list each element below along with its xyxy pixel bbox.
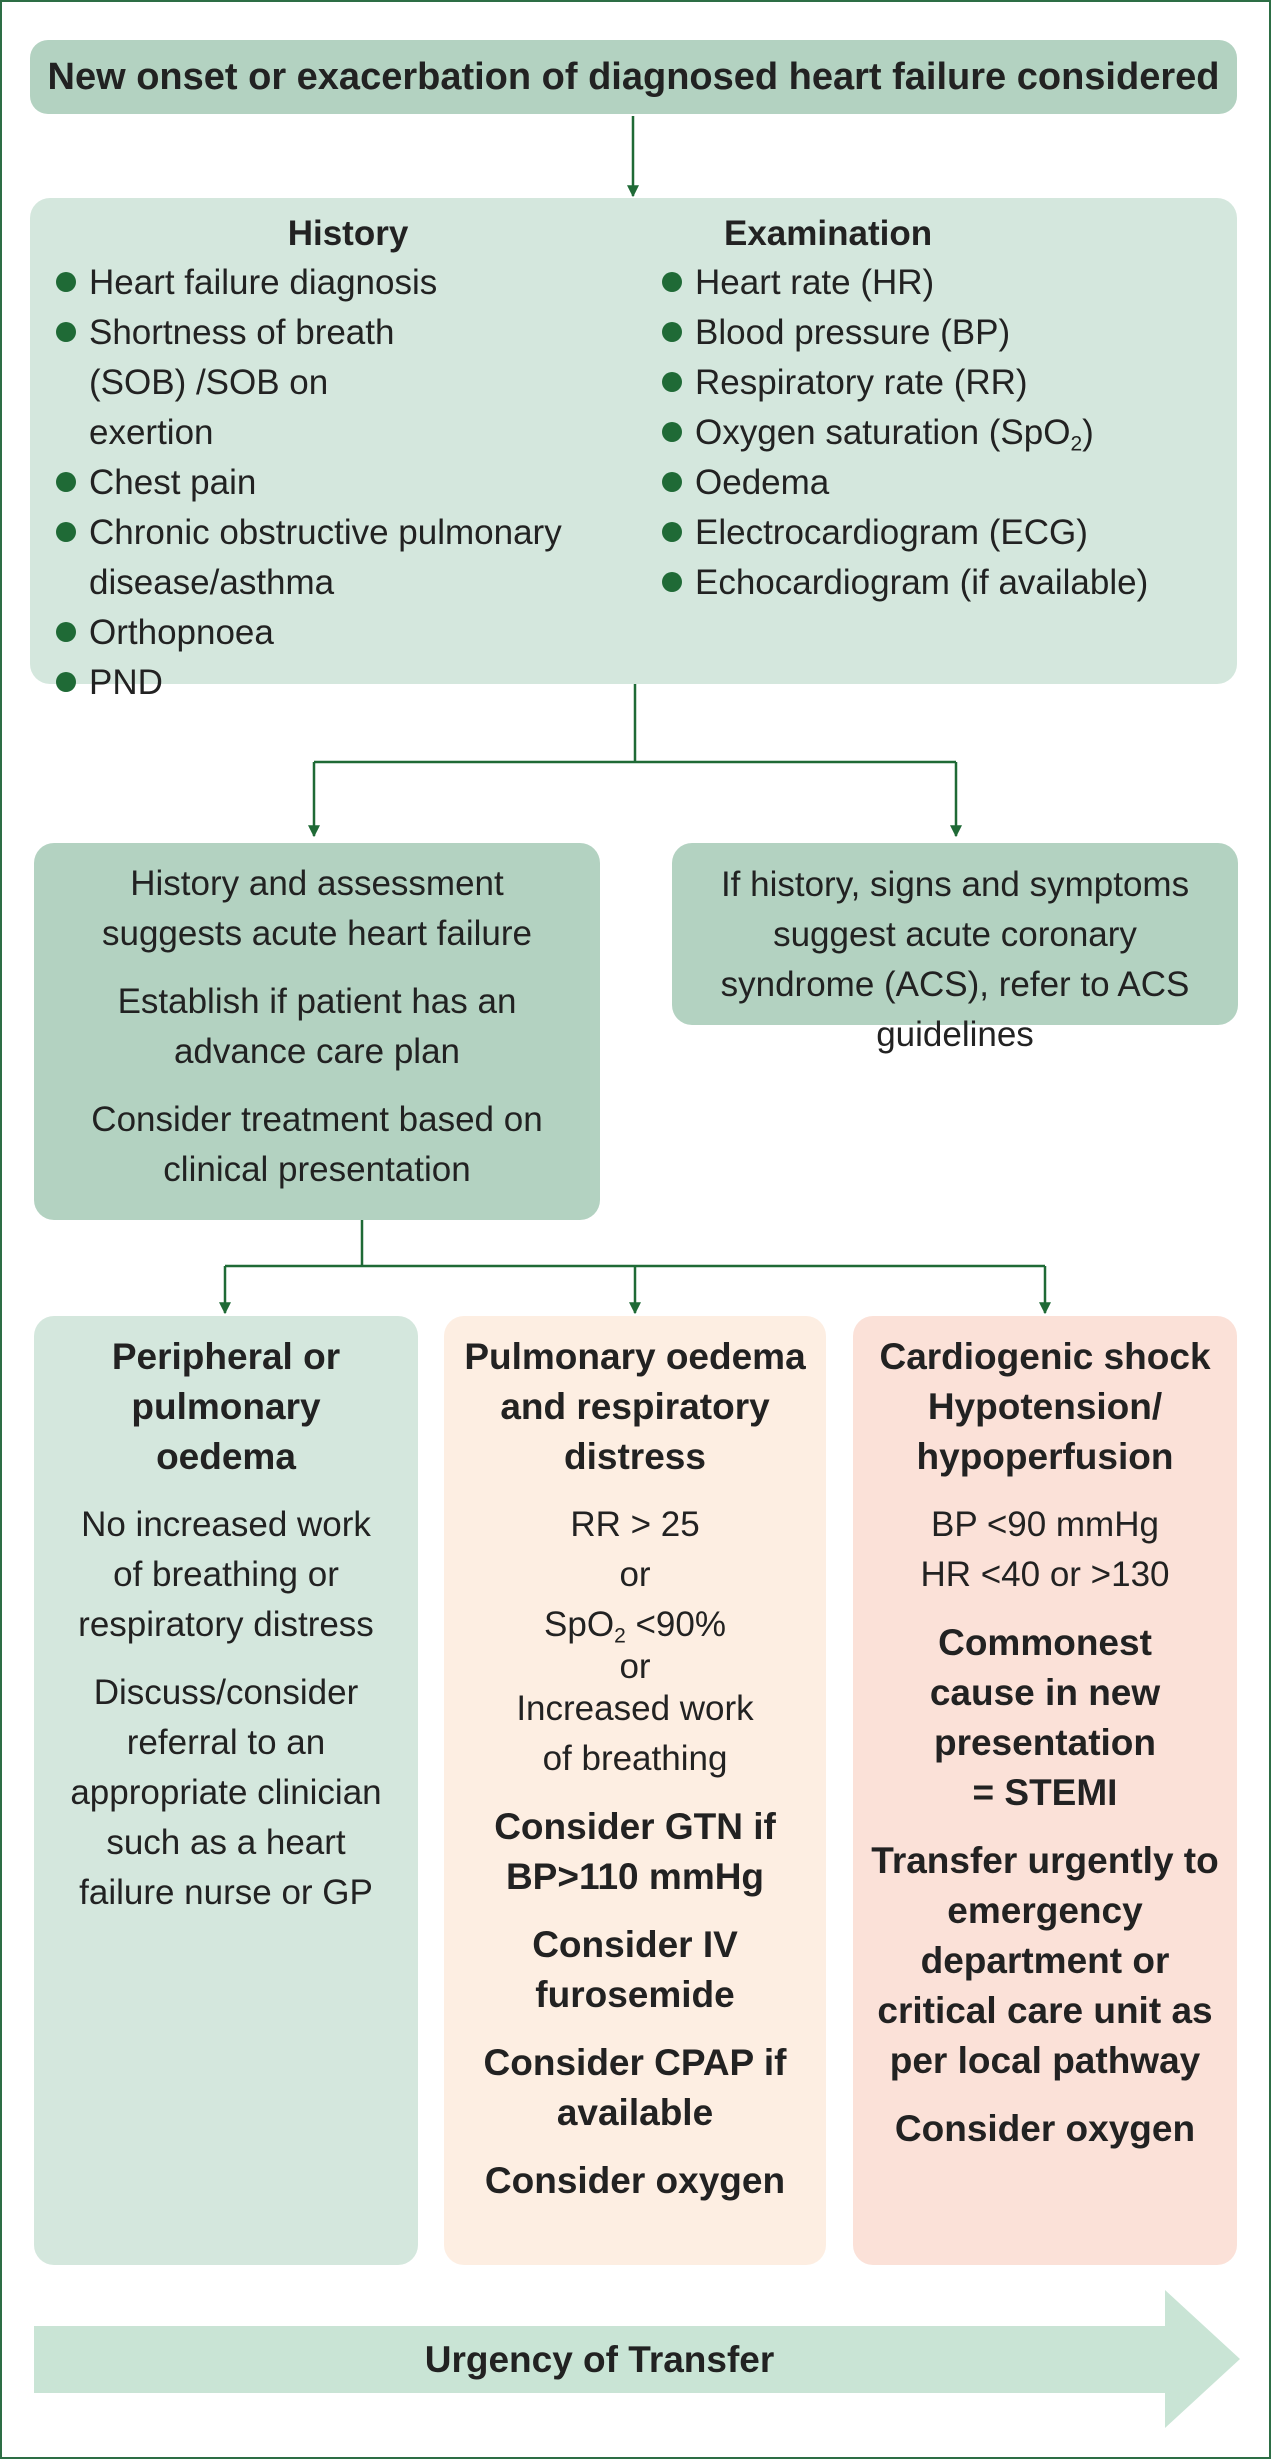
urgency-arrow-shape (34, 2290, 1240, 2428)
history-heading: History (287, 214, 409, 253)
history-item: Chronic obstructive pulmonary disease/as… (56, 508, 616, 608)
action-cpap: Consider CPAP if available (483, 2042, 787, 2133)
history-item: Shortness of breath (SOB) /SOB on exerti… (56, 308, 616, 458)
acute-text: History and assessment suggests acute he… (102, 864, 532, 953)
criterion-spo2: SpO2 <90% (544, 1605, 726, 1648)
start-box: New onset or exacerbation of diagnosed h… (30, 40, 1237, 114)
treatment-text: Consider treatment based on clinical pre… (91, 1100, 543, 1189)
start-title: New onset or exacerbation of diagnosed h… (47, 55, 1220, 98)
advance-care-text: Establish if patient has an advance care… (117, 982, 517, 1071)
assessment-box: History Heart failure diagnosis Shortnes… (30, 198, 1237, 702)
peripheral-referral: Discuss/consider referral to an appropri… (70, 1673, 382, 1912)
cardiogenic-oxygen: Consider oxygen (894, 2108, 1196, 2149)
history-list: Heart failure diagnosis Shortness of bre… (56, 258, 616, 708)
examination-item: Echocardiogram (if available) (662, 558, 1222, 608)
history-item: Orthopnoea (56, 608, 616, 658)
cardiogenic-shock-box: Cardiogenic shock Hypotension/ hypoperfu… (853, 1316, 1237, 2265)
examination-item: Heart rate (HR) (662, 258, 1222, 308)
history-column: History Heart failure diagnosis Shortnes… (56, 214, 616, 708)
action-furosemide: Consider IV furosemide (532, 1924, 738, 2015)
criterion-or: or (619, 1555, 651, 1594)
pulmonary-title: Pulmonary oedema and respiratory distres… (464, 1336, 806, 1477)
pulmonary-criteria: RR > 25 or SpO2 <90% or Increased work o… (458, 1500, 812, 1784)
transfer-text: Transfer urgently to emergency departmen… (871, 1840, 1219, 2081)
examination-heading: Examination (724, 214, 933, 253)
criterion-hr: HR <40 or >130 (920, 1555, 1170, 1594)
examination-list: Heart rate (HR) Blood pressure (BP) Resp… (662, 258, 1222, 608)
stemi-text: Commonest cause in new presentation = ST… (929, 1622, 1161, 1813)
examination-item: Oxygen saturation (SpO2) (662, 408, 1222, 458)
cardiogenic-title: Cardiogenic shock Hypotension/ hypoperfu… (879, 1336, 1211, 1477)
peripheral-title: Peripheral or pulmonary oedema (111, 1336, 341, 1477)
criterion-work-of-breathing: Increased work of breathing (516, 1689, 754, 1778)
history-item: Chest pain (56, 458, 616, 508)
examination-item: Respiratory rate (RR) (662, 358, 1222, 408)
peripheral-oedema-box: Peripheral or pulmonary oedema No increa… (34, 1316, 418, 2265)
examination-item: Oedema (662, 458, 1222, 508)
examination-item: Blood pressure (BP) (662, 308, 1222, 358)
peripheral-no-distress: No increased work of breathing or respir… (78, 1505, 374, 1644)
pulmonary-oedema-box: Pulmonary oedema and respiratory distres… (444, 1316, 826, 2265)
history-item: Heart failure diagnosis (56, 258, 616, 308)
criterion-bp: BP <90 mmHg (931, 1505, 1159, 1544)
acs-text: If history, signs and symptoms suggest a… (720, 865, 1190, 1054)
examination-column: Examination Heart rate (HR) Blood pressu… (662, 214, 1222, 608)
criterion-rr: RR > 25 (570, 1505, 700, 1544)
examination-item-text: Oxygen saturation (SpO2) (695, 413, 1094, 456)
acute-heart-failure-box: History and assessment suggests acute he… (34, 843, 600, 1220)
history-item: PND (56, 658, 616, 708)
acs-box: If history, signs and symptoms suggest a… (672, 843, 1238, 1054)
action-oxygen: Consider oxygen (484, 2160, 786, 2201)
examination-item: Electrocardiogram (ECG) (662, 508, 1222, 558)
urgency-label: Urgency of Transfer (424, 2339, 775, 2380)
cardiogenic-criteria: BP <90 mmHg HR <40 or >130 (869, 1500, 1221, 1600)
action-gtn: Consider GTN if BP>110 mmHg (494, 1806, 776, 1897)
criterion-or: or (619, 1647, 651, 1686)
